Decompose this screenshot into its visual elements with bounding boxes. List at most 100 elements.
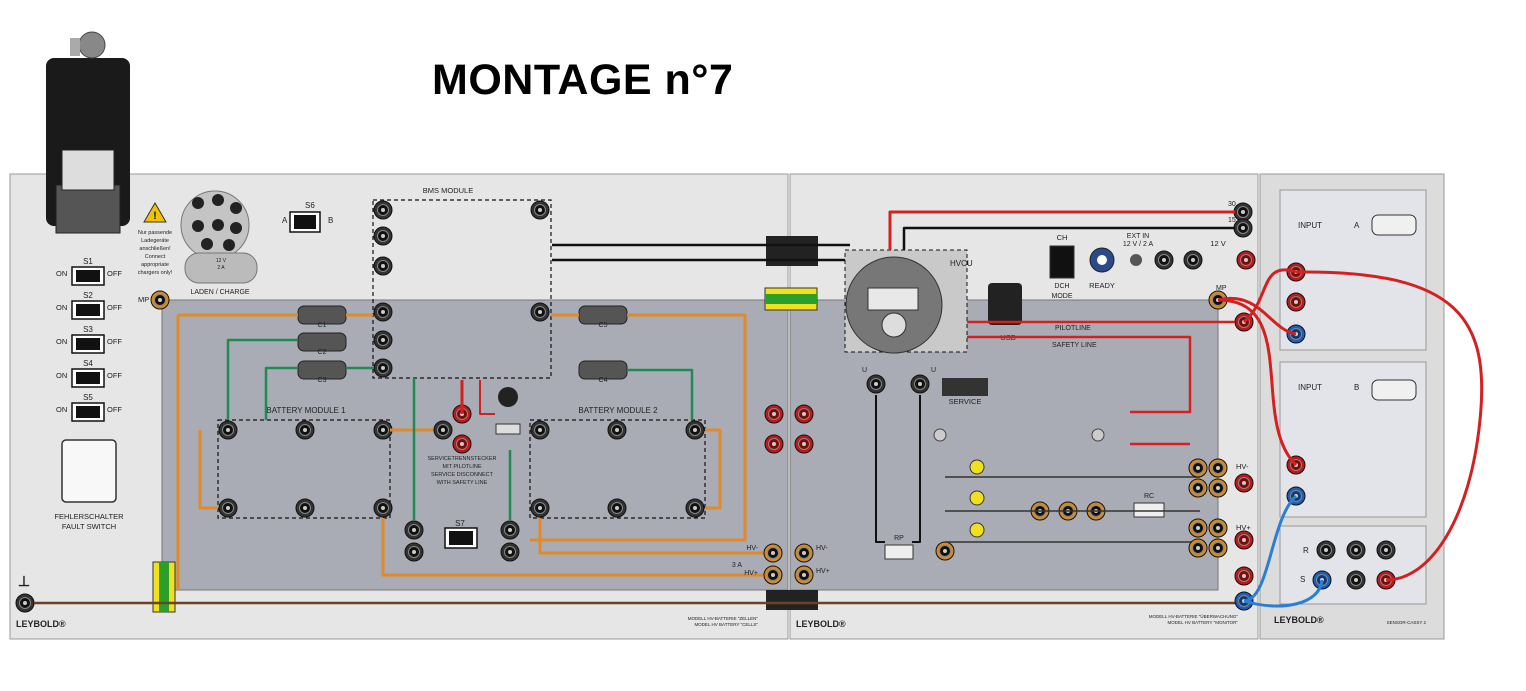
hv-right-socket-5[interactable] bbox=[1208, 518, 1228, 538]
hvcu-key[interactable] bbox=[881, 312, 907, 338]
usb-socket[interactable] bbox=[988, 283, 1022, 325]
hv-right-socket-4[interactable] bbox=[1188, 518, 1208, 538]
bms-socket-7[interactable] bbox=[373, 358, 393, 378]
input-a-letter: A bbox=[1354, 221, 1360, 230]
bms-socket-4[interactable] bbox=[373, 302, 393, 322]
red-wire-30 bbox=[888, 210, 1235, 250]
socket-pin bbox=[226, 428, 230, 432]
switch-off-S2: OFF bbox=[107, 303, 122, 312]
charge-pin bbox=[230, 202, 242, 214]
ready-label: READY bbox=[1089, 281, 1115, 290]
hv-right-socket-2[interactable] bbox=[1188, 478, 1208, 498]
module2-socket-2[interactable] bbox=[685, 420, 705, 440]
mode-label: MODE bbox=[1052, 293, 1073, 300]
socket-pin bbox=[943, 549, 947, 553]
service-plug[interactable] bbox=[942, 378, 988, 396]
terminal-30-socket[interactable] bbox=[1233, 202, 1253, 222]
module2-socket-5[interactable] bbox=[685, 498, 705, 518]
charge-pin bbox=[192, 197, 204, 209]
center-red-socket-3[interactable] bbox=[794, 434, 814, 454]
ext-in-socket[interactable] bbox=[1130, 254, 1142, 266]
module2-socket-4[interactable] bbox=[607, 498, 627, 518]
hv-right-socket-7[interactable] bbox=[1208, 538, 1228, 558]
toggle-S5[interactable] bbox=[71, 402, 105, 422]
hv-plus-left-socket[interactable] bbox=[763, 565, 783, 585]
s7-socket-left[interactable] bbox=[404, 520, 424, 540]
fuse-out-socket[interactable] bbox=[1234, 566, 1254, 586]
hv-right-socket-6[interactable] bbox=[1188, 538, 1208, 558]
s6-switch[interactable] bbox=[289, 211, 321, 233]
green-wire-c4 bbox=[627, 368, 694, 420]
cassy-a-u-socket[interactable] bbox=[1286, 292, 1306, 312]
module1-socket-5[interactable] bbox=[373, 498, 393, 518]
service-socket-c[interactable] bbox=[452, 434, 472, 454]
charge-pin bbox=[212, 194, 224, 206]
sub-d-connector-a[interactable] bbox=[1371, 214, 1417, 236]
cell-label-C5: C5 bbox=[599, 322, 608, 329]
switch-name-S5: S5 bbox=[83, 393, 93, 402]
hv-minus-out-socket[interactable] bbox=[1234, 473, 1254, 493]
12v-minus2-socket[interactable] bbox=[1183, 250, 1203, 270]
hv-right-socket-3[interactable] bbox=[1208, 478, 1228, 498]
relay-socket-3[interactable] bbox=[1376, 540, 1396, 560]
hv-minus-left-socket[interactable] bbox=[763, 543, 783, 563]
module1-socket-2[interactable] bbox=[373, 420, 393, 440]
sub-d-connector-b[interactable] bbox=[1371, 379, 1417, 401]
hv-plus-out-socket[interactable] bbox=[1234, 530, 1254, 550]
socket-pin bbox=[693, 506, 697, 510]
key-window bbox=[61, 149, 115, 191]
s7-socket-right[interactable] bbox=[500, 520, 520, 540]
center-red-socket-1[interactable] bbox=[794, 404, 814, 424]
module1-socket-1[interactable] bbox=[295, 420, 315, 440]
12v-minus-socket[interactable] bbox=[1154, 250, 1174, 270]
bms-socket-2[interactable] bbox=[373, 226, 393, 246]
s7-socket-left2[interactable] bbox=[404, 542, 424, 562]
mp-left-socket[interactable] bbox=[150, 290, 170, 310]
ground-socket[interactable] bbox=[15, 593, 35, 613]
hv-left-socket-a[interactable] bbox=[935, 541, 955, 561]
hv-minus-mid-socket[interactable] bbox=[794, 543, 814, 563]
terminal-15-socket[interactable] bbox=[1233, 218, 1253, 238]
model-left-2: MODEL HV BATTERY "CELLS" bbox=[694, 622, 758, 627]
hvcu-display bbox=[867, 287, 919, 311]
service-socket-a[interactable] bbox=[433, 420, 453, 440]
relay-socket-1[interactable] bbox=[1316, 540, 1336, 560]
brand-left: LEYBOLD® bbox=[16, 619, 66, 629]
toggle-S3[interactable] bbox=[71, 334, 105, 354]
module2-socket-1[interactable] bbox=[607, 420, 627, 440]
s7-switch[interactable] bbox=[444, 527, 478, 549]
center-red-socket-2[interactable] bbox=[764, 434, 784, 454]
toggle-S2[interactable] bbox=[71, 300, 105, 320]
bms-socket-6[interactable] bbox=[373, 330, 393, 350]
toggle-S4[interactable] bbox=[71, 368, 105, 388]
module2-socket-0[interactable] bbox=[530, 420, 550, 440]
dch-ch-switch[interactable] bbox=[1049, 245, 1075, 279]
charge-pin bbox=[192, 220, 204, 232]
12v-plus-socket[interactable] bbox=[1236, 250, 1256, 270]
module1-socket-3[interactable] bbox=[218, 498, 238, 518]
u-sense-socket-2[interactable] bbox=[910, 374, 930, 394]
hv-right-socket-0[interactable] bbox=[1188, 458, 1208, 478]
module1-socket-0[interactable] bbox=[218, 420, 238, 440]
center-red-socket-0[interactable] bbox=[764, 404, 784, 424]
relay-socket-2[interactable] bbox=[1346, 540, 1366, 560]
fault-switch-button[interactable] bbox=[61, 439, 117, 503]
u-sense-socket-1[interactable] bbox=[866, 374, 886, 394]
bms-socket-1[interactable] bbox=[530, 200, 550, 220]
switch-on-S5: ON bbox=[56, 405, 67, 414]
hv-plus-mid-socket[interactable] bbox=[794, 565, 814, 585]
toggle-S1[interactable] bbox=[71, 266, 105, 286]
bms-socket-0[interactable] bbox=[373, 200, 393, 220]
bms-socket-5[interactable] bbox=[530, 302, 550, 322]
hv-minus-mid-label: HV- bbox=[816, 545, 828, 552]
model-right: SENSOR-CASSY 2 bbox=[1387, 620, 1427, 625]
socket-pin bbox=[1242, 574, 1246, 578]
key-icon[interactable] bbox=[78, 31, 106, 59]
bms-socket-3[interactable] bbox=[373, 256, 393, 276]
source-knob[interactable] bbox=[1346, 570, 1366, 590]
module1-socket-4[interactable] bbox=[295, 498, 315, 518]
s7-socket-right2[interactable] bbox=[500, 542, 520, 562]
module2-socket-3[interactable] bbox=[530, 498, 550, 518]
hv-right-socket-1[interactable] bbox=[1208, 458, 1228, 478]
